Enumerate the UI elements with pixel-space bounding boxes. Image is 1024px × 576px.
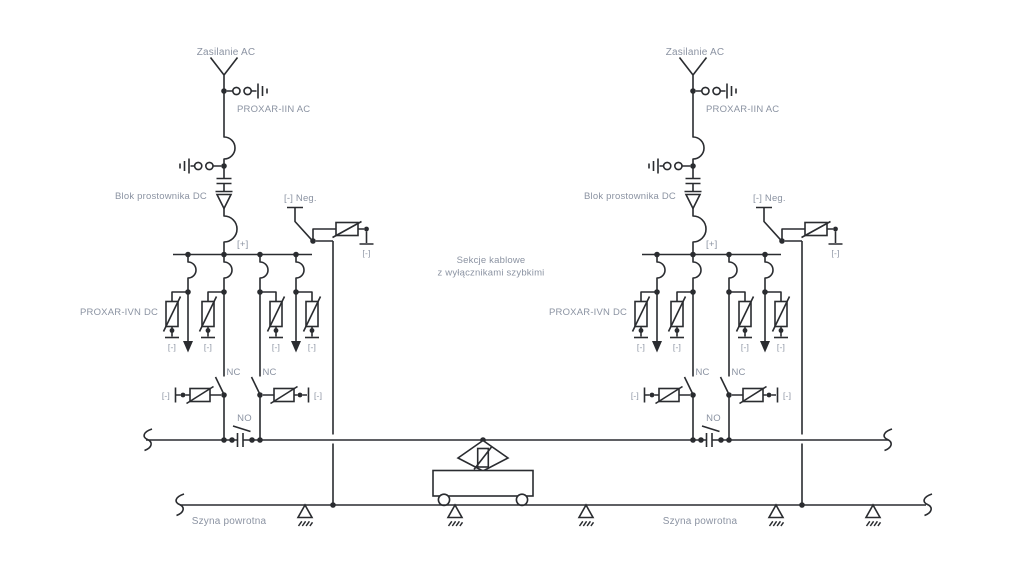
substation-section-right [548, 46, 844, 509]
branch-wiring [174, 387, 221, 403]
feeder-1: [-] [162, 251, 197, 353]
earth-electrode [179, 158, 195, 174]
arrester-stroke [198, 296, 218, 332]
ac-isolator-earth [231, 83, 268, 99]
arrester-stroke [270, 385, 298, 405]
rectifier-label: Blok prostownika DC [115, 191, 207, 202]
surge-arrester [332, 220, 362, 239]
feeder-2: [-] NC [-] [162, 251, 241, 443]
negative-terminal-label: [-] [314, 391, 322, 401]
earth-electrode [251, 83, 268, 99]
ac-feed: Zasilanie AC PROXAR-IIN AC [115, 47, 310, 255]
surge-arrester: [-] [302, 296, 322, 352]
feeder-3: [-] NC [-] [250, 251, 322, 443]
junction-dot [309, 328, 315, 333]
center-note-line1: Sekcje kablowe [457, 255, 526, 266]
feeder-arrow [183, 341, 193, 353]
arrester-stroke [266, 296, 286, 332]
junction-dot [185, 251, 191, 258]
return-rail-label-right: Szyna powrotna [663, 516, 738, 527]
vehicle [432, 437, 534, 507]
arrester-stroke [302, 296, 322, 332]
isolator-contact [193, 161, 203, 171]
junction-dot [221, 392, 227, 398]
diode-triangle [215, 193, 233, 211]
ac-feed-label: Zasilanie AC [197, 47, 256, 58]
wheel [515, 493, 529, 507]
isolator-contact [204, 161, 214, 171]
junction-dot [169, 328, 175, 333]
junction-dot [364, 226, 369, 232]
junction-dot [221, 289, 227, 295]
junction-dot [310, 238, 316, 244]
return-rail-label-left: Szyna powrotna [192, 516, 267, 527]
catenary [143, 428, 893, 452]
junction-dot [205, 328, 211, 333]
no-switch-label: NO [237, 413, 252, 424]
junction-dot [273, 328, 279, 333]
onboard-arrester [473, 446, 493, 470]
junction-dot [297, 392, 303, 398]
vehicle-body [432, 469, 534, 497]
junction-dot [221, 163, 227, 169]
isolator-contact [243, 86, 252, 96]
dc-surge-device-label: PROXAR-IVN DC [80, 307, 158, 318]
earth-icon [447, 504, 464, 527]
positive-bus-label: [+] [237, 239, 248, 250]
arrester-stroke [162, 296, 182, 332]
junction-dot [221, 251, 227, 258]
junction-dot [257, 251, 263, 258]
nc-switch-label: NC [227, 367, 241, 378]
junction-dot [180, 392, 186, 398]
arrester-stroke [332, 220, 362, 239]
arrester-stroke [473, 446, 493, 470]
negative-terminal-label: [-] [308, 342, 316, 352]
return-rail: Szyna powrotna Szyna powrotna [175, 493, 933, 527]
substation-section: Zasilanie AC PROXAR-IIN AC [80, 47, 374, 508]
junction-dot [257, 392, 263, 398]
negative-wiring [287, 206, 374, 505]
feeder-wiring [171, 254, 197, 341]
feeder-arrow [291, 341, 301, 353]
branch-wiring [263, 387, 310, 403]
negative-branch-label: [-] Neg. [284, 193, 317, 204]
negative-terminal-label: [-] [362, 248, 370, 258]
junction-dot [257, 289, 263, 295]
arrester-stroke [186, 385, 214, 405]
earth-icon [768, 504, 785, 527]
negative-terminal-label: [-] [272, 342, 280, 352]
no-section-switch: NO [229, 413, 255, 447]
dc-isolator-earth [179, 158, 214, 174]
junction-dot [293, 251, 299, 258]
isolator-contact [231, 86, 241, 96]
surge-arrester: [-] [198, 296, 218, 352]
nc-earth-arrester: [-] [263, 385, 322, 405]
ac-surge-device-label: PROXAR-IIN AC [237, 104, 310, 115]
no-switch-contacts [232, 425, 251, 447]
earth-icon [578, 504, 595, 527]
contact-gap [216, 177, 232, 185]
center-note-line2: z wyłącznikami szybkimi [437, 268, 544, 279]
rectifier-diode [215, 190, 233, 211]
negative-terminal-label: [-] [162, 391, 170, 401]
negative-terminal-label: [-] [204, 342, 212, 352]
junction-dot [221, 88, 227, 94]
feeder-4: [-] [291, 251, 322, 353]
junction-dot [185, 289, 191, 295]
nc-switch-label: NC [263, 367, 277, 378]
junction-dot [293, 289, 299, 295]
earth-icon [297, 504, 314, 527]
feeder-wiring [295, 254, 313, 341]
nc-earth-arrester: [-] [162, 385, 221, 405]
negative-terminal-label: [-] [168, 342, 176, 352]
surge-arrester: [-] [162, 296, 182, 352]
feed-wiring [209, 57, 239, 255]
center-note: Sekcje kablowe z wyłącznikami szybkimi [437, 255, 544, 279]
negative-branch: [-] Neg. [-] [284, 193, 374, 508]
earth-icon [865, 504, 882, 527]
wheel [437, 493, 451, 507]
surge-arrester: [-] [266, 296, 286, 352]
